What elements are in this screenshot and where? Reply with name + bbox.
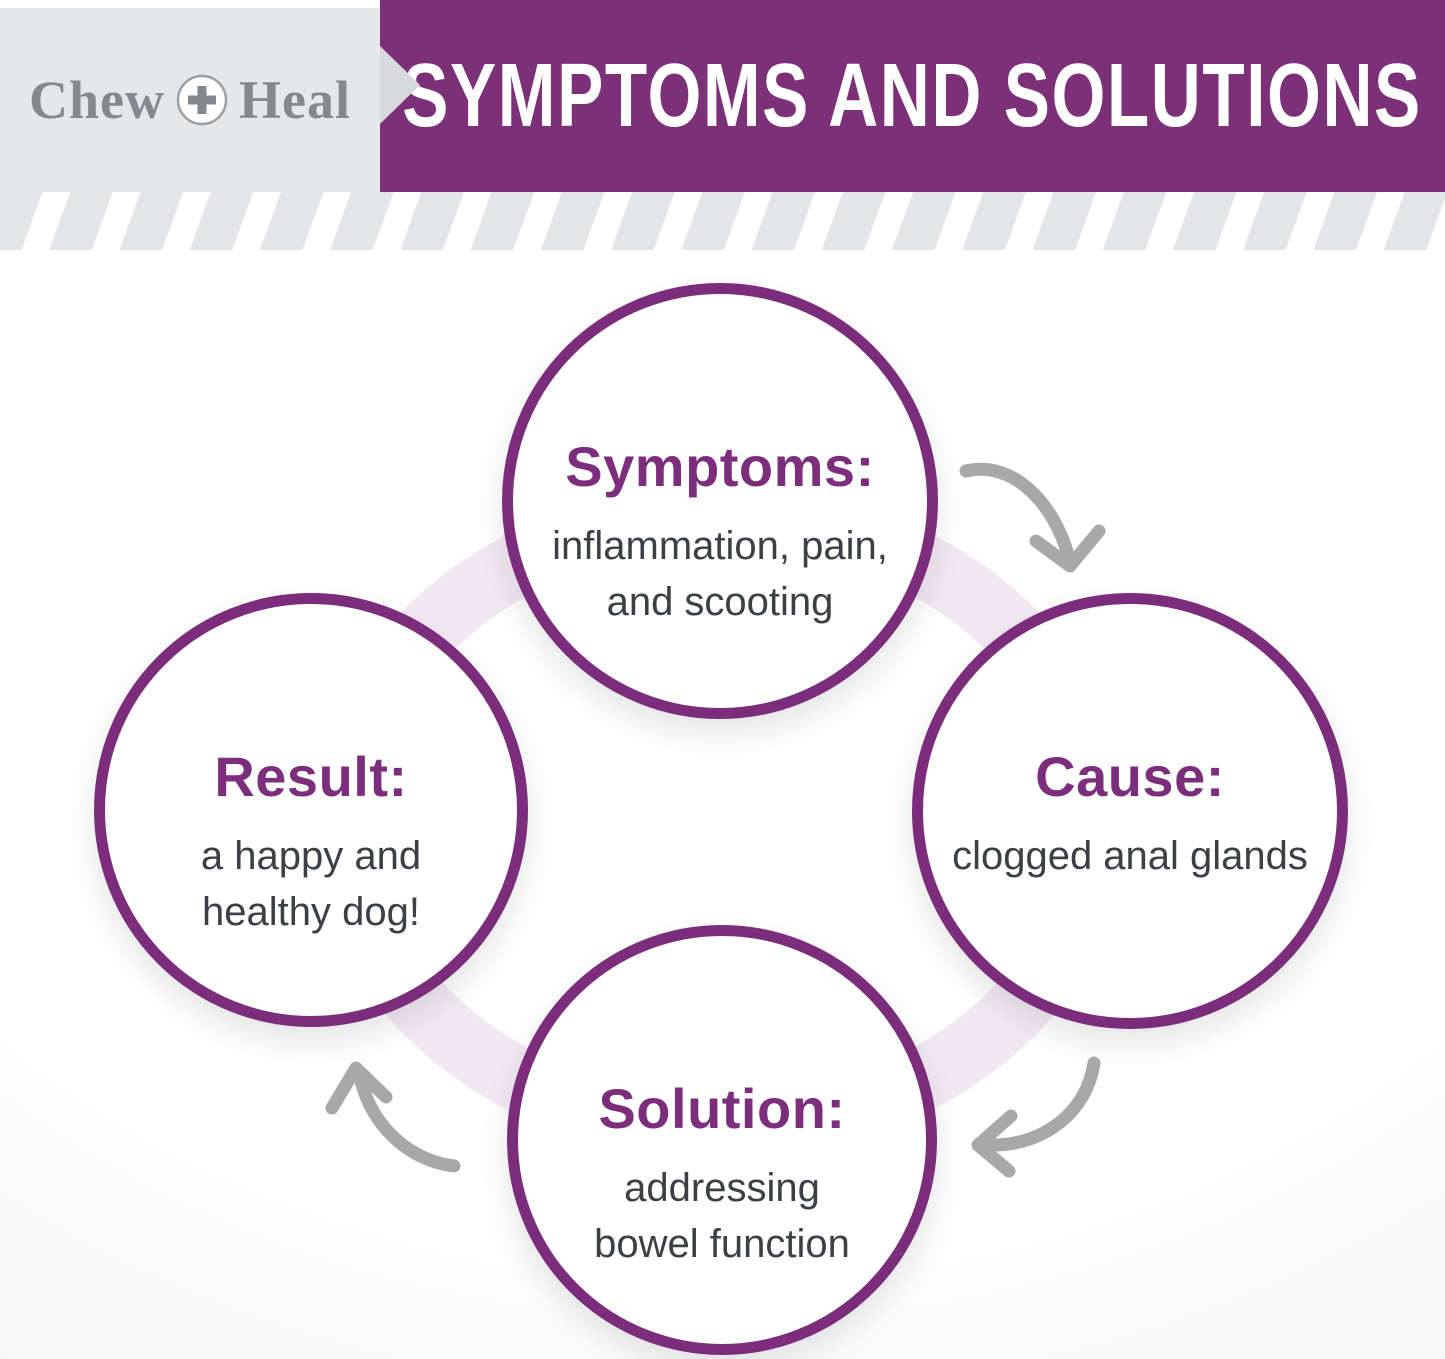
logo-word-heal: Heal (239, 70, 351, 130)
node-solution-body: addressing bowel function (594, 1165, 850, 1266)
node-solution: Solution: addressing bowel function (507, 925, 937, 1355)
node-cause-body: clogged anal glands (952, 833, 1308, 878)
diagonal-stripes-band (0, 192, 1445, 250)
node-solution-title: Solution: (598, 1077, 846, 1140)
plus-circle-icon (176, 74, 228, 126)
logo-word-chew: Chew (29, 70, 165, 130)
title-banner: SYMPTOMS AND SOLUTIONS (380, 0, 1445, 192)
page-title: SYMPTOMS AND SOLUTIONS (402, 45, 1423, 146)
node-symptoms-title: Symptoms: (565, 435, 875, 498)
chew-heal-logo: Chew Heal (29, 69, 351, 131)
node-symptoms-body: inflammation, pain, and scooting (552, 523, 888, 624)
node-symptoms: Symptoms: inflammation, pain, and scooti… (502, 283, 938, 719)
node-cause: Cause: clogged anal glands (912, 593, 1348, 1029)
node-result: Result: a happy and healthy dog! (94, 593, 528, 1027)
header-logo-panel: Chew Heal (0, 8, 380, 192)
banner-chevron-notch (380, 46, 420, 124)
node-result-body: a happy and healthy dog! (200, 833, 422, 934)
node-cause-title: Cause: (1035, 745, 1225, 808)
node-result-title: Result: (214, 745, 408, 808)
